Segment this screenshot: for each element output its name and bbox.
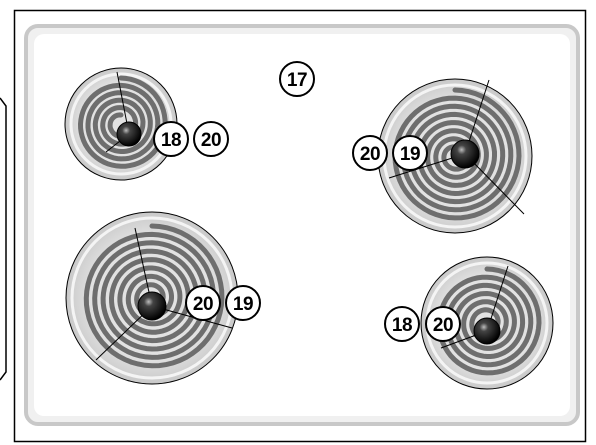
callout-left-rear-large-a: 20 [185, 285, 221, 321]
callout-circle [384, 306, 420, 342]
callout-top-center: 17 [279, 61, 315, 97]
callout-right-rear-small-a: 18 [384, 306, 420, 342]
side-bracket [0, 97, 7, 381]
callout-number: 17 [287, 70, 307, 91]
callout-circle [225, 285, 261, 321]
callout-circle [153, 121, 189, 157]
burner-left-rear [64, 67, 178, 181]
callout-number: 20 [193, 294, 213, 315]
callout-circle [425, 306, 461, 342]
callout-circle [352, 135, 388, 171]
coil-terminal-knob [450, 139, 480, 169]
burner-right-front [420, 256, 554, 390]
coil-terminal-knob [137, 291, 167, 321]
callout-number: 18 [161, 130, 181, 151]
callout-circle [392, 135, 428, 171]
callout-front-left-small-b: 20 [193, 121, 229, 157]
callout-circle [193, 121, 229, 157]
callout-number: 19 [400, 144, 420, 165]
callout-left-rear-large-b: 19 [225, 285, 261, 321]
callout-number: 20 [433, 315, 453, 336]
callout-number: 18 [392, 315, 412, 336]
coil-terminal-knob [116, 121, 142, 147]
heating-coil [77, 75, 168, 169]
callout-number: 20 [360, 144, 380, 165]
coil-terminal-knob [473, 317, 501, 345]
callout-right-rear-small-b: 20 [425, 306, 461, 342]
callout-number: 19 [233, 294, 253, 315]
callout-number: 20 [201, 130, 221, 151]
callout-right-front-large-b: 19 [392, 135, 428, 171]
callout-right-front-large-a: 20 [352, 135, 388, 171]
callout-circle [279, 61, 315, 97]
burner-right-rear [377, 78, 533, 234]
callout-front-left-small-a: 18 [153, 121, 189, 157]
heating-coil [392, 87, 522, 221]
callout-circle [185, 285, 221, 321]
